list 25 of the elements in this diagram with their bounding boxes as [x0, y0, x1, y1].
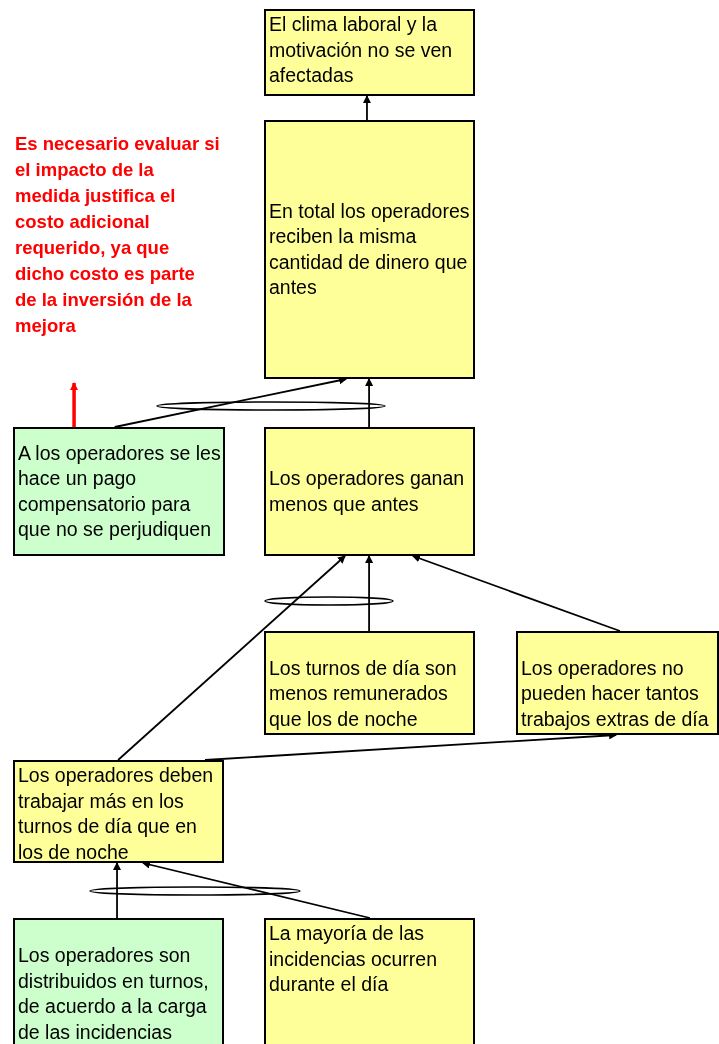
box-text: En total los operadores reciben la misma cantidad de dinero que antes — [269, 198, 471, 300]
arrow — [365, 378, 374, 428]
note-text: Es necesario evaluar si el impacto de la medida justifica el costo adicional requerido, ya que dicho costo es parte de la inversión de la mejora — [15, 131, 220, 383]
box-text: La mayoría de las incidencias ocurren durante el día — [269, 921, 438, 997]
box-text: El clima laboral y la motivación no se ven afectadas — [269, 12, 454, 88]
cause-box — [516, 631, 719, 735]
arrow — [362, 95, 371, 121]
cause-box — [13, 918, 224, 1044]
cause-box — [264, 9, 475, 96]
cause-box — [264, 427, 475, 556]
box-text: Los operadores deben trabajar más en los turnos de día que en los de noche — [18, 763, 215, 865]
arrow — [117, 555, 346, 761]
cause-box — [264, 631, 475, 735]
arrow — [113, 862, 121, 919]
arrow — [70, 382, 79, 427]
box-text: Los operadores no pueden hacer tantos trabajos extras de día — [521, 655, 710, 732]
cause-box — [264, 918, 475, 1044]
cause-box — [13, 427, 225, 556]
box-text: A los operadores se les hace un pago compensatorio para que no se perjudiquen — [18, 440, 221, 542]
box-text: Los operadores ganan menos que antes — [269, 466, 466, 517]
arrow — [412, 554, 621, 632]
box-text: Los operadores son distribuidos en turnos, de acuerdo a la carga de las incidencias — [18, 943, 210, 1044]
arrow — [365, 555, 374, 632]
cause-box — [264, 120, 475, 379]
box-text: Los turnos de día son menos remunerados que los de noche — [269, 655, 458, 732]
